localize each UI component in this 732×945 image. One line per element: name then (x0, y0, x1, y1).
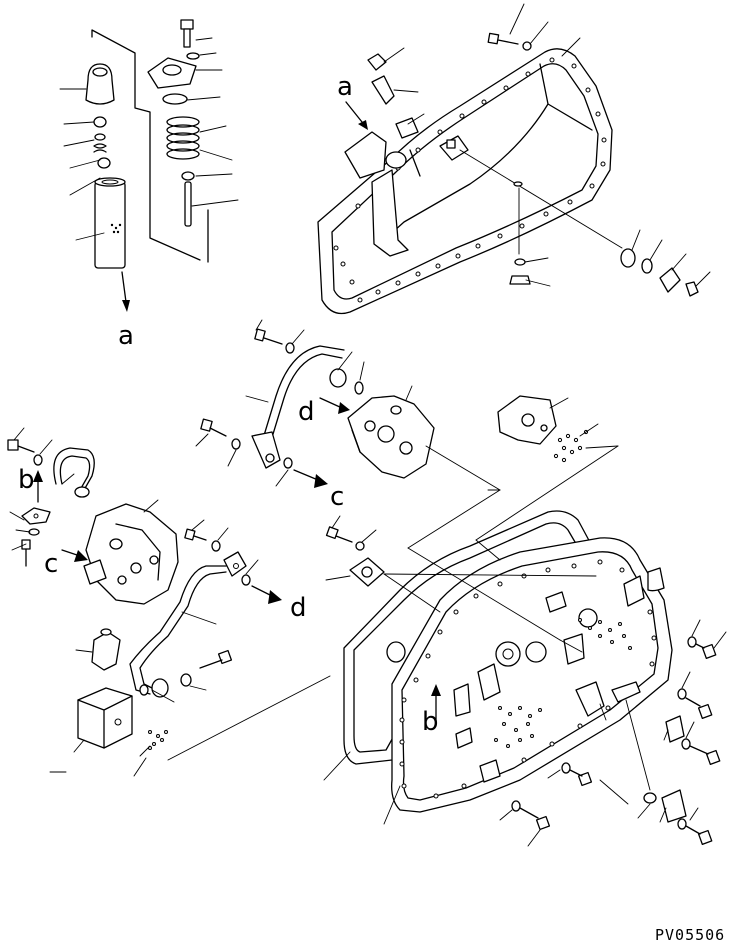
ref-a-top: a (337, 72, 353, 102)
ref-a-bottom: a (118, 321, 134, 351)
ref-b-left: b (18, 465, 35, 495)
cross-reference-lines (383, 445, 619, 653)
ref-c-left: c (44, 549, 58, 579)
ref-b-right: b (422, 707, 439, 737)
ref-d-mid: d (298, 397, 315, 427)
ref-d-low: d (290, 593, 307, 623)
left-valve-assembly: b c d (7, 427, 331, 777)
upper-case-cover: a (317, 3, 711, 315)
filter-assembly: a (59, 19, 239, 351)
control-valve-group: d c (195, 319, 619, 512)
drawing-code: PV05506 (655, 926, 725, 944)
main-case-assembly: b (323, 510, 727, 847)
ref-c-mid: c (330, 482, 344, 512)
